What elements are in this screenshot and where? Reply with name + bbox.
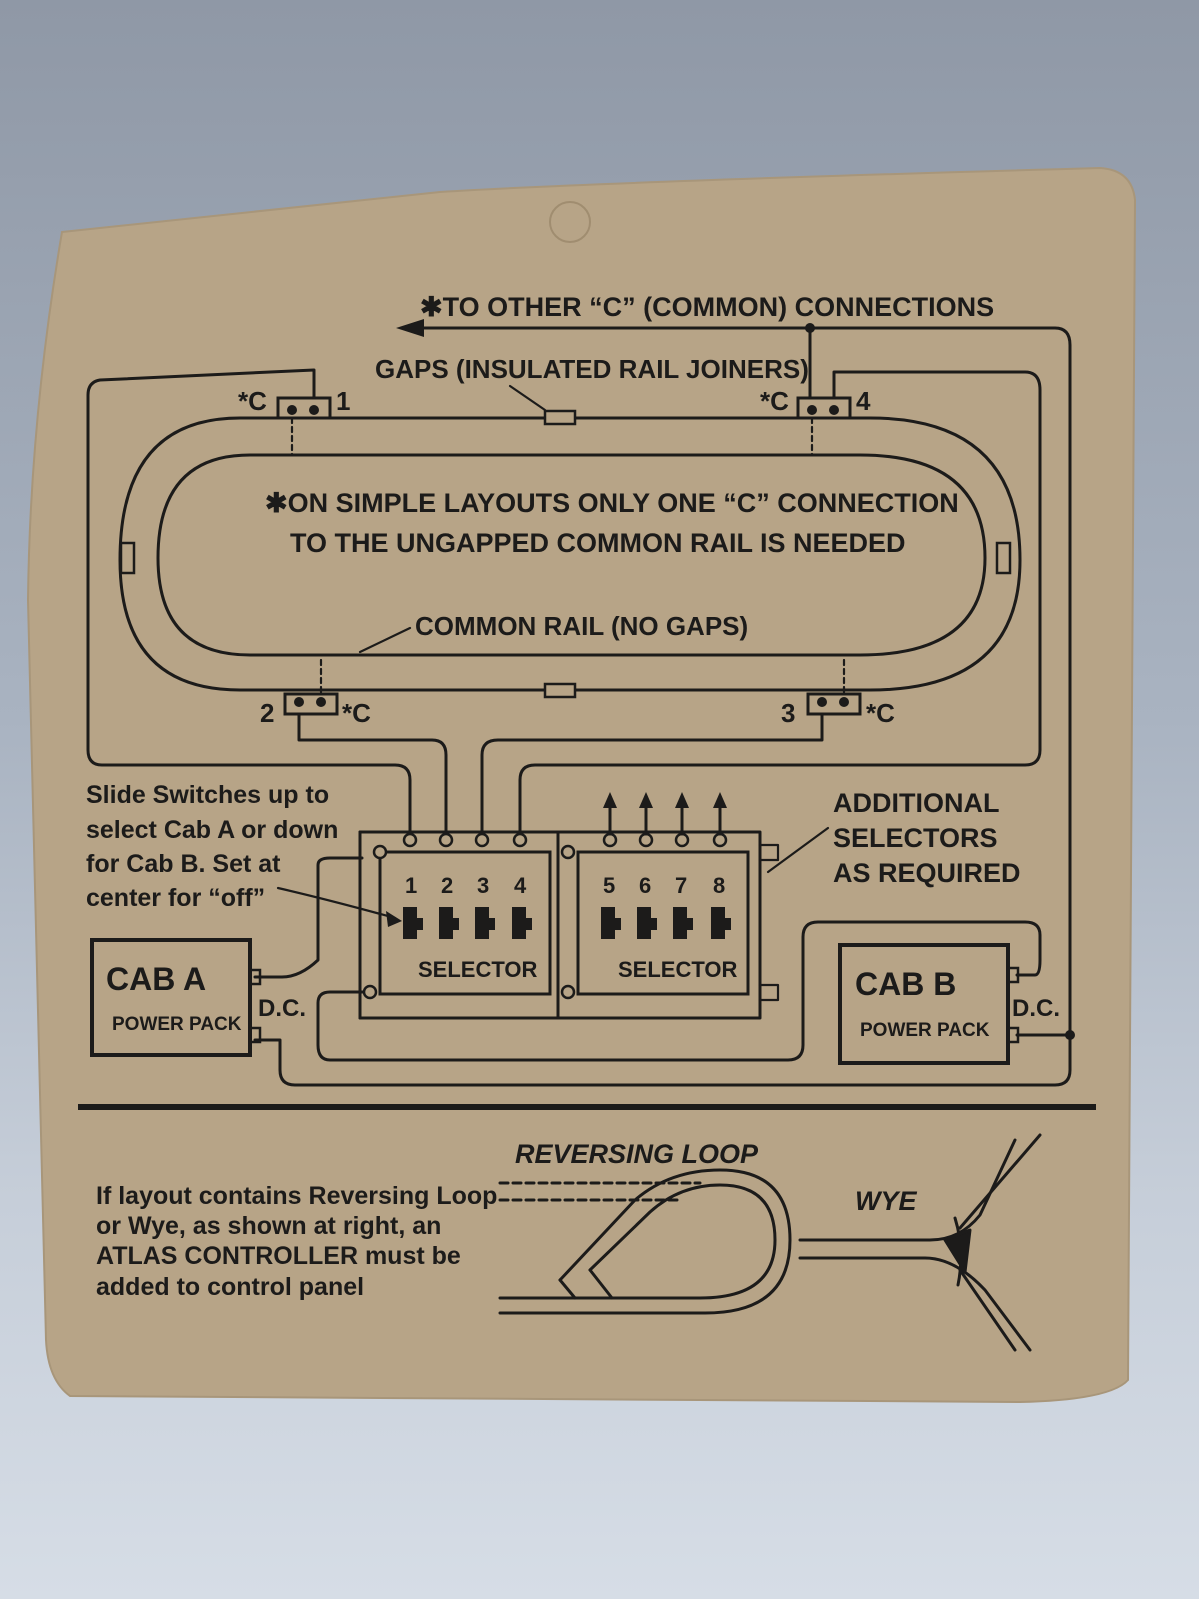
- selector-label-left: SELECTOR: [418, 957, 538, 982]
- sel-num-1: 1: [405, 873, 417, 898]
- slide-switch-4: [512, 907, 526, 939]
- common-rail-label: COMMON RAIL (NO GAPS): [415, 611, 748, 641]
- slide-switch-2: [439, 907, 453, 939]
- svg-text:Slide Switches up to: Slide Switches up to: [86, 781, 329, 809]
- wye-title: WYE: [855, 1186, 917, 1216]
- sel-num-7: 7: [675, 873, 687, 898]
- sel-num-6: 6: [639, 873, 651, 898]
- slide-switch-7: [673, 907, 687, 939]
- slide-switches: [403, 907, 731, 939]
- sel-num-8: 8: [713, 873, 725, 898]
- svg-text:select Cab A or down: select Cab A or down: [86, 816, 338, 844]
- block3-num: 3: [781, 698, 795, 728]
- block2-c-label: *C: [342, 698, 371, 728]
- sel-num-2: 2: [441, 873, 453, 898]
- svg-text:center for “off”: center for “off”: [86, 884, 265, 912]
- sel-num-4: 4: [514, 873, 527, 898]
- cab-a-title: CAB A: [106, 961, 206, 997]
- track-outer-rail: [118, 416, 1022, 692]
- selector-label-right: SELECTOR: [618, 957, 738, 982]
- slide-switch-note: Slide Switches up to select Cab A or dow…: [86, 781, 338, 912]
- common-rail-pointer: [358, 626, 412, 654]
- slide-switch-1: [403, 907, 417, 939]
- svg-text:AS REQUIRED: AS REQUIRED: [833, 858, 1021, 888]
- cab-b-power-pack: CAB B POWER PACK D.C.: [838, 943, 1060, 1065]
- gaps-pointer: [508, 384, 547, 412]
- common-arrowhead: [396, 319, 424, 337]
- cab-b-subtitle: POWER PACK: [860, 1020, 990, 1041]
- simple-layouts-line1: ✱ON SIMPLE LAYOUTS ONLY ONE “C” CONNECTI…: [265, 488, 959, 518]
- gap-joiner-bottom: [543, 682, 577, 699]
- terminal-block-1: *C 1: [238, 386, 350, 457]
- wye-diagram: [798, 1133, 1042, 1352]
- svg-text:or Wye, as shown at right, an: or Wye, as shown at right, an: [96, 1212, 441, 1240]
- svg-text:SELECTORS: SELECTORS: [833, 823, 998, 853]
- slide-switch-3: [475, 907, 489, 939]
- block1-num: 1: [336, 386, 350, 416]
- cab-b-title: CAB B: [855, 966, 956, 1002]
- terminal-block-2: 2 *C: [260, 658, 371, 728]
- controller-note: If layout contains Reversing Loop or Wye…: [96, 1182, 497, 1301]
- cab-b-dc: D.C.: [1012, 995, 1060, 1022]
- wiring: [86, 326, 1072, 1087]
- reversing-loop-title: REVERSING LOOP: [515, 1139, 759, 1169]
- simple-layouts-line2: TO THE UNGAPPED COMMON RAIL IS NEEDED: [290, 528, 906, 558]
- svg-text:ADDITIONAL: ADDITIONAL: [833, 788, 999, 818]
- slide-switch-6: [637, 907, 651, 939]
- sel-num-3: 3: [477, 873, 489, 898]
- terminal-block-3: 3 *C: [781, 658, 895, 728]
- selector-left-terminals: [402, 832, 528, 848]
- gap-joiner-right: [995, 541, 1012, 575]
- svg-text:added to control panel: added to control panel: [96, 1273, 364, 1301]
- slide-switch-8: [711, 907, 725, 939]
- svg-text:If layout contains Reversing L: If layout contains Reversing Loop: [96, 1182, 497, 1210]
- svg-text:for Cab B. Set at: for Cab B. Set at: [86, 850, 281, 878]
- block3-c-label: *C: [866, 698, 895, 728]
- gap-joiner-left: [119, 541, 136, 575]
- sel-num-5: 5: [603, 873, 615, 898]
- section-divider: [78, 1104, 1096, 1110]
- common-junction-top: [805, 323, 815, 333]
- additional-pointer: [766, 826, 830, 874]
- block4-num: 4: [856, 386, 871, 416]
- block2-num: 2: [260, 698, 274, 728]
- terminal-block-4: *C 4: [760, 386, 871, 457]
- selector-panel: [358, 830, 780, 1020]
- selector-right-terminals: [602, 792, 728, 848]
- cab-a-subtitle: POWER PACK: [112, 1014, 242, 1035]
- slide-note-pointer: [276, 886, 397, 920]
- slide-switch-5: [601, 907, 615, 939]
- block4-c-label: *C: [760, 386, 789, 416]
- gaps-label: GAPS (INSULATED RAIL JOINERS): [375, 354, 809, 384]
- gap-joiner-top: [543, 409, 577, 426]
- block1-c-label: *C: [238, 386, 267, 416]
- svg-text:ATLAS CONTROLLER must be: ATLAS CONTROLLER must be: [96, 1242, 461, 1270]
- cab-a-power-pack: CAB A POWER PACK D.C.: [90, 938, 306, 1057]
- selector-numbers: 1 2 3 4 5 6 7 8: [405, 873, 725, 898]
- cab-a-dc: D.C.: [258, 995, 306, 1022]
- card-background: [26, 166, 1137, 1404]
- reversing-loop-diagram: [498, 1168, 792, 1315]
- hang-hole: [549, 201, 591, 243]
- common-junction-right: [1065, 1030, 1075, 1040]
- additional-selectors-note: ADDITIONAL SELECTORS AS REQUIRED: [833, 788, 1021, 888]
- common-connections-label: ✱TO OTHER “C” (COMMON) CONNECTIONS: [420, 292, 994, 322]
- track-inner-rail: [156, 453, 987, 657]
